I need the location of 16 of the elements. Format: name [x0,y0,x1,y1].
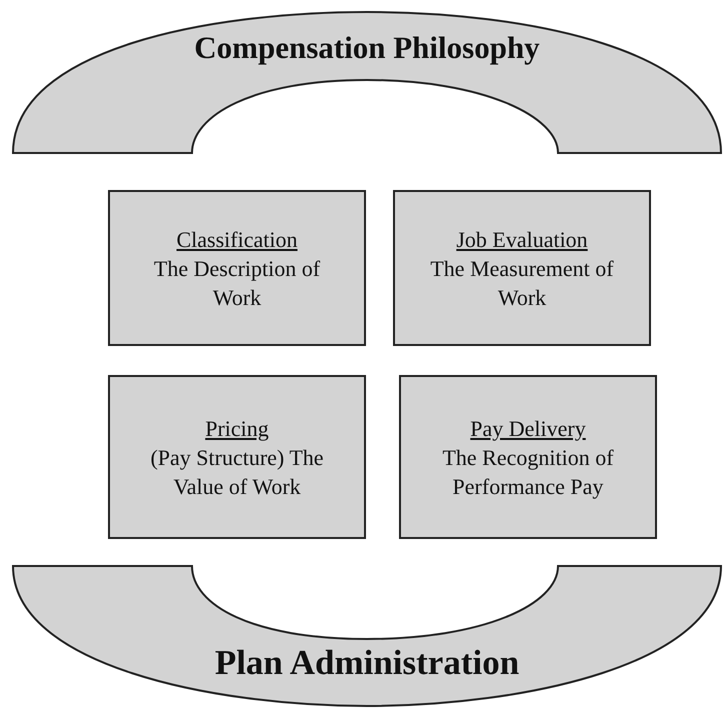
process-box [399,375,657,539]
box-heading: Pay Delivery [470,414,586,442]
box-text: The Measurement of Work [429,254,615,312]
arch-band [12,565,722,707]
band-title: Plan Administration [214,643,520,683]
box-text: The Recognition of Performance Pay [441,444,615,500]
process-box [393,190,651,346]
box-heading: Pricing [205,414,269,442]
arch-band [12,8,722,154]
box-text: (Pay Structure) The Value of Work [149,444,325,500]
process-box [108,375,366,539]
box-heading: Job Evaluation [456,226,588,254]
band-title: Compensation Philosophy [194,30,540,66]
box-text: The Description of Work [152,254,322,312]
box-heading: Classification [176,226,298,254]
process-box [108,190,366,346]
